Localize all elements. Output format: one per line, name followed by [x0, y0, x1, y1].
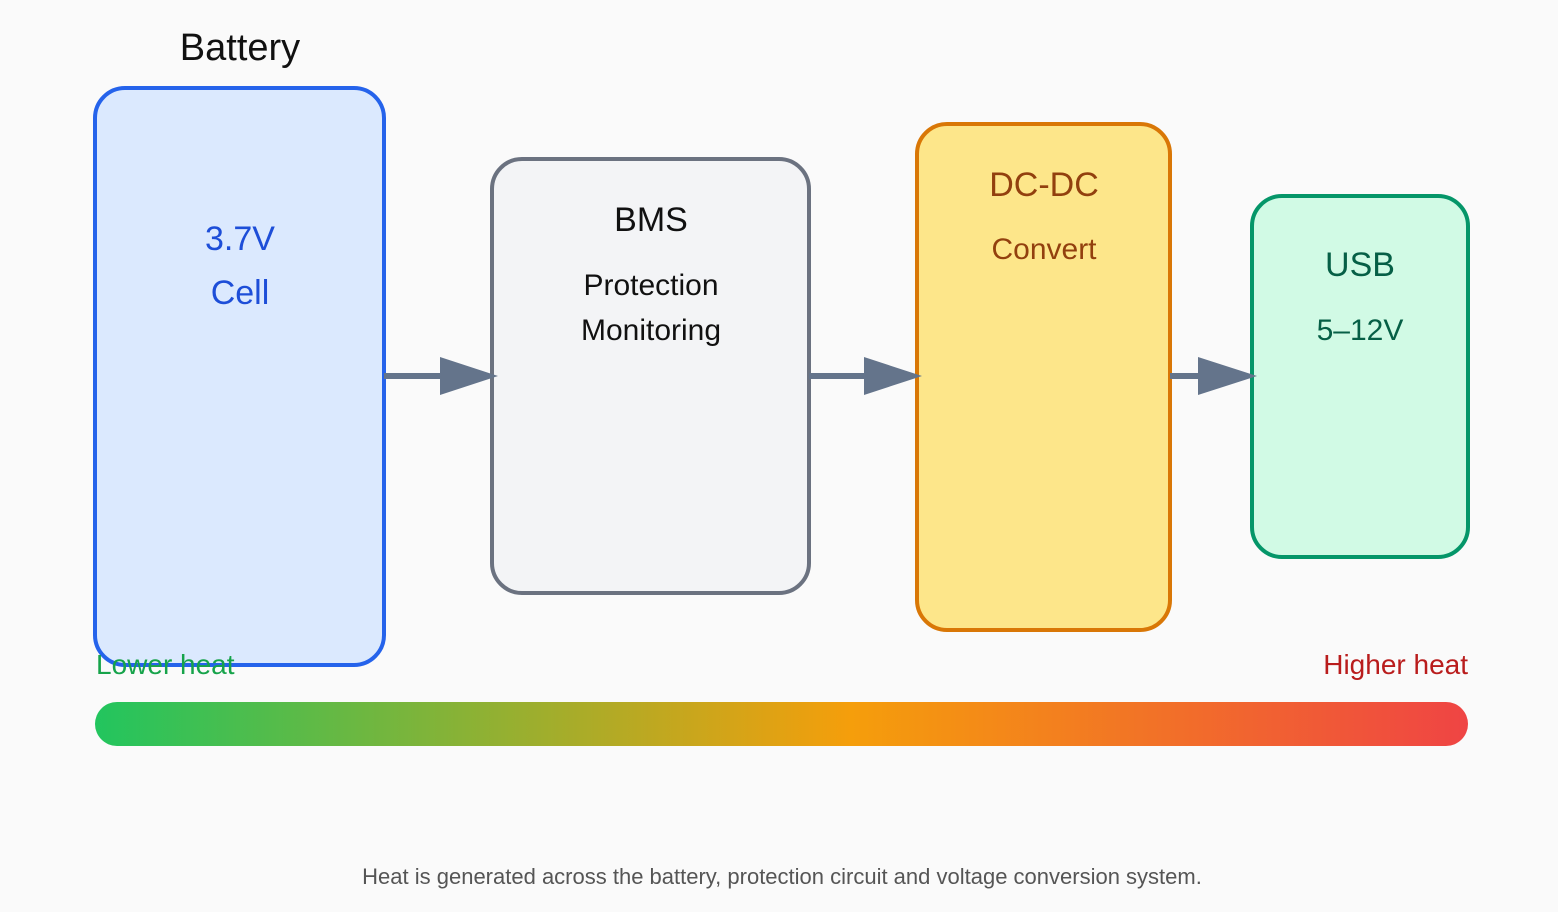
higher-heat-label: Higher heat [1323, 649, 1468, 680]
dcdc-block: DC-DC Convert [915, 122, 1172, 632]
battery-title: Battery [180, 27, 300, 69]
battery-box [93, 86, 386, 667]
usb-voltage-label: 5–12V [1317, 314, 1404, 347]
bms-protection-label: Protection [583, 269, 718, 302]
arrow-bms-to-dcdc [809, 357, 922, 395]
heat-gradient-bar [95, 702, 1468, 746]
dcdc-convert-label: Convert [991, 233, 1097, 266]
usb-heading: USB [1325, 246, 1395, 284]
arrow-dcdc-to-usb [1170, 357, 1257, 395]
lower-heat-label: Lower heat [96, 649, 235, 680]
bms-monitoring-label: Monitoring [581, 314, 721, 347]
battery-block: 3.7V Cell [93, 86, 386, 667]
dcdc-heading: DC-DC [989, 166, 1099, 204]
battery-voltage-label: 3.7V [205, 220, 275, 258]
arrow-battery-to-bms [384, 357, 498, 395]
bms-block: BMS Protection Monitoring [490, 157, 811, 595]
battery-cell-label: Cell [211, 274, 270, 312]
usb-block: USB 5–12V [1250, 194, 1470, 559]
caption: Heat is generated across the battery, pr… [362, 864, 1202, 889]
bms-heading: BMS [614, 201, 688, 239]
